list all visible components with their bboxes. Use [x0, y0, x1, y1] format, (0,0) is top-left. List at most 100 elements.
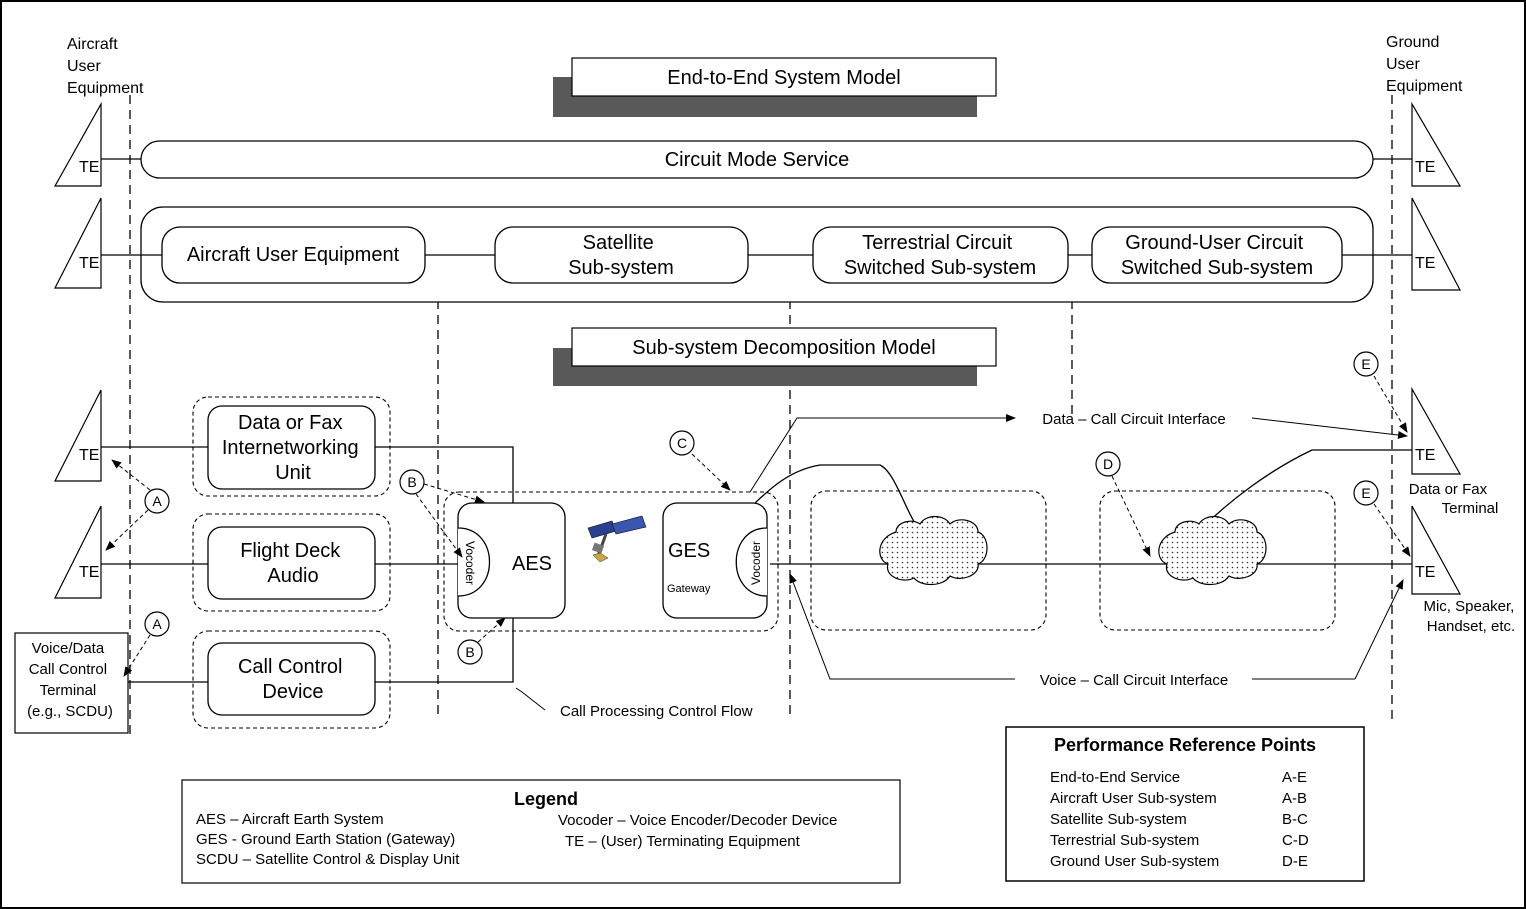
marker-a-upper-label: A	[152, 493, 162, 509]
te-label: TE	[1415, 159, 1435, 176]
marker-b-upper-label: B	[407, 474, 416, 490]
aes-label: AES	[512, 553, 552, 575]
satellite-line-1: Satellite	[583, 232, 654, 254]
data-fax-unit-text: Data or Fax Internetworking Unit	[222, 412, 364, 484]
te-triangle-left-1	[53, 101, 102, 187]
data-fax-line-3: Unit	[275, 462, 311, 484]
legend-right-2: TE – (User) Terminating Equipment	[565, 833, 801, 850]
aes-vocoder-shape	[457, 527, 490, 597]
legend: Legend AES – Aircraft Earth System GES -…	[181, 779, 901, 884]
te-label: TE	[1415, 447, 1435, 464]
performance-reference-points: Performance Reference Points End-to-End …	[1005, 726, 1365, 882]
satellite-line-2: Sub-system	[568, 257, 674, 279]
banner-box	[571, 57, 997, 97]
marker-d-label: D	[1103, 456, 1113, 472]
te-label: TE	[79, 564, 99, 581]
marker-b-upper	[399, 469, 425, 495]
legend-right-1: Vocoder – Voice Encoder/Decoder Device	[558, 812, 837, 829]
call-control-device-text: Call Control Device	[238, 656, 348, 703]
call-processing-control-flow-label: Call Processing Control Flow	[560, 703, 753, 720]
legend-box	[181, 779, 901, 884]
legend-left-2: GES - Ground Earth Station (Gateway)	[196, 831, 455, 848]
legend-right: Vocoder – Voice Encoder/Decoder Device T…	[558, 812, 842, 850]
legend-left-3: SCDU – Satellite Control & Display Unit	[196, 851, 460, 868]
ground-header-line-2: User	[1386, 56, 1420, 73]
legend-left-1: AES – Aircraft Earth System	[196, 811, 384, 828]
data-fax-unit-box	[207, 405, 376, 490]
ground-user-equipment-label: Ground User Equipment	[1386, 34, 1463, 95]
data-fax-line-1: Data or Fax	[238, 412, 342, 434]
data-fax-terminal-line-1: Data or Fax	[1409, 481, 1488, 498]
aircraft-user-equipment-label: Aircraft User Equipment	[67, 36, 144, 97]
aircraft-header-line-1: Aircraft	[67, 36, 118, 53]
call-control-line-1: Call Control	[238, 656, 342, 678]
ground-user-subsystem-text: Ground-User Circuit Switched Sub-system	[1121, 232, 1313, 279]
voice-data-line-2: Call Control	[29, 661, 107, 678]
te-label: TE	[79, 255, 99, 272]
data-fax-terminal-line-2: Terminal	[1442, 500, 1499, 517]
ground-user-line-1: Ground-User Circuit	[1125, 232, 1303, 254]
marker-a-upper	[144, 488, 170, 514]
perf-row-name: Satellite Sub-system	[1050, 811, 1187, 828]
aes-ges-group	[443, 491, 779, 632]
marker-d	[1095, 451, 1121, 477]
te-label: TE	[1415, 564, 1435, 581]
performance-box	[1005, 726, 1365, 882]
te-label: TE	[1415, 255, 1435, 272]
terrestrial-line-2: Switched Sub-system	[844, 257, 1036, 279]
flight-deck-line-2: Audio	[267, 565, 318, 587]
te-triangle-left-2	[54, 197, 102, 289]
terrestrial-subsystem-text: Terrestrial Circuit Switched Sub-system	[844, 232, 1036, 279]
legend-title: Legend	[514, 789, 578, 809]
decomposition-section: Data or Fax Internetworking Unit Flight …	[14, 351, 1518, 734]
terrestrial-cloud	[879, 515, 988, 586]
call-control-device-group	[192, 630, 391, 729]
ground-user-network-group	[1099, 490, 1336, 631]
marker-b-lower-label: B	[465, 644, 474, 660]
te-triangle-left-4	[54, 505, 102, 599]
ground-header-line-1: Ground	[1386, 34, 1439, 51]
ges-vocoder-shape	[735, 527, 768, 597]
mic-speaker-handset-label: Mic, Speaker, Handset, etc.	[1423, 598, 1518, 635]
flight-deck-audio-box	[207, 526, 376, 600]
ground-user-cloud	[1158, 515, 1267, 586]
perf-row-range: A-B	[1282, 790, 1307, 807]
circuit-mode-service-pill	[140, 140, 1374, 179]
perf-row-name: Ground User Sub-system	[1050, 853, 1219, 870]
mic-line-1: Mic, Speaker,	[1423, 598, 1514, 615]
marker-c-label: C	[677, 435, 687, 451]
voice-data-line-3: Terminal	[40, 682, 97, 699]
data-call-circuit-interface-label: Data – Call Circuit Interface	[1042, 411, 1225, 428]
marker-e-lower-label: E	[1361, 485, 1370, 501]
banner-title: End-to-End System Model	[667, 67, 900, 89]
banner-box	[571, 327, 997, 367]
te-triangles	[53, 101, 1462, 599]
call-control-line-2: Device	[262, 681, 323, 703]
decomposition-banner: Sub-system Decomposition Model	[553, 327, 997, 386]
voice-data-line-4: (e.g., SCDU)	[27, 703, 113, 720]
satellite-subsystem-box	[494, 226, 749, 284]
marker-a-lower	[144, 611, 170, 637]
marker-b-lower	[457, 639, 483, 665]
perf-row-range: C-D	[1282, 832, 1309, 849]
terrestrial-network-group	[810, 490, 1047, 631]
voice-data-line-1: Voice/Data	[32, 640, 105, 657]
te-label: TE	[79, 159, 99, 176]
te-triangle-right-1	[1411, 101, 1462, 187]
circuit-mode-service-label: Circuit Mode Service	[665, 149, 850, 171]
flight-deck-audio-text: Flight Deck Audio	[240, 540, 346, 587]
marker-a-lower-label: A	[152, 616, 162, 632]
marker-e-upper-label: E	[1361, 356, 1370, 372]
perf-row-range: B-C	[1282, 811, 1308, 828]
end-to-end-banner: End-to-End System Model	[553, 57, 997, 117]
aes-vocoder-label: Vocoder	[463, 541, 477, 585]
ges-label: GES	[668, 540, 710, 562]
perf-row-name: Aircraft User Sub-system	[1050, 790, 1217, 807]
performance-rows: End-to-End Service A-E Aircraft User Sub…	[1050, 769, 1309, 870]
aircraft-header-line-2: User	[67, 58, 101, 75]
te-triangle-right-3	[1411, 386, 1462, 475]
data-fax-line-2: Internetworking	[222, 437, 359, 459]
perf-row-name: Terrestrial Sub-system	[1050, 832, 1199, 849]
te-triangle-right-4	[1411, 505, 1462, 595]
terrestrial-line-1: Terrestrial Circuit	[862, 232, 1012, 254]
